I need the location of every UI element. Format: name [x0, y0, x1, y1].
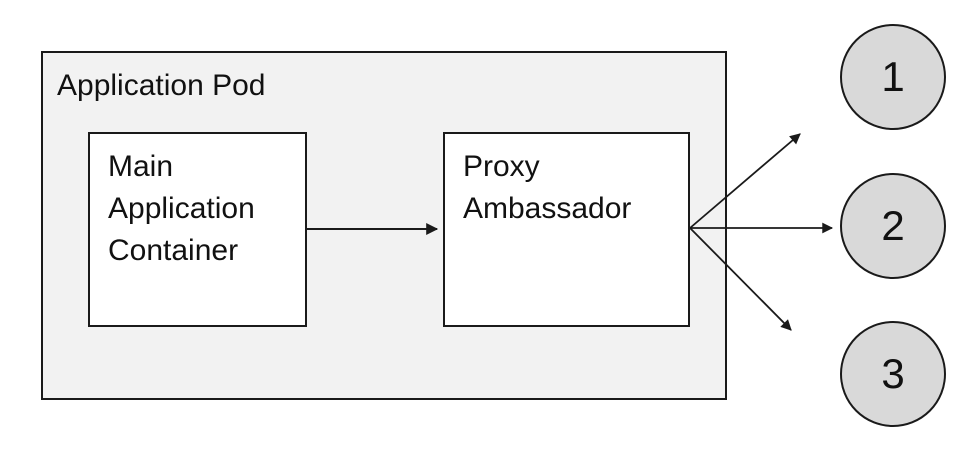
node-proxy-ambassador-label: Proxy Ambassador — [463, 150, 632, 225]
application-pod-label: Application Pod — [57, 69, 266, 102]
endpoint-circle-1-label: 1 — [881, 53, 905, 100]
node-main-application-container-label: Main Application Container — [108, 150, 255, 267]
endpoint-circle-3: 3 — [840, 321, 946, 427]
endpoint-circle-2-label: 2 — [881, 202, 905, 249]
node-main-application-container: Main Application Container — [88, 132, 307, 327]
endpoint-circle-2: 2 — [840, 173, 946, 279]
endpoint-circle-1: 1 — [840, 24, 946, 130]
node-proxy-ambassador: Proxy Ambassador — [443, 132, 690, 327]
endpoint-circle-3-label: 3 — [881, 350, 905, 397]
